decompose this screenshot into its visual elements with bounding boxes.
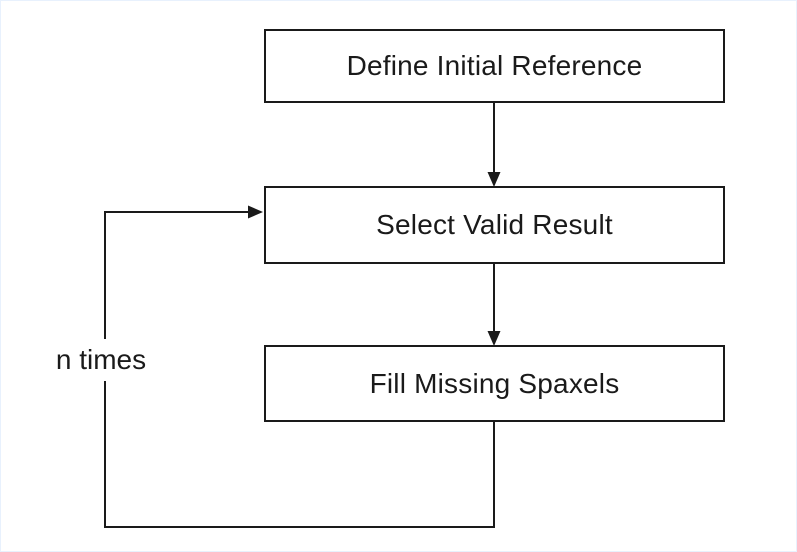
node-fill-missing-spaxels: Fill Missing Spaxels xyxy=(264,345,725,422)
node-label: Fill Missing Spaxels xyxy=(369,367,620,399)
arrowhead-down-icon xyxy=(487,331,501,346)
node-define-initial-reference: Define Initial Reference xyxy=(264,29,725,103)
node-label: Select Valid Result xyxy=(376,209,613,240)
arrowhead-right-icon xyxy=(248,205,263,219)
edge-select-to-fill xyxy=(487,264,501,346)
edge-define-to-select xyxy=(487,103,501,187)
edge-loop-fill-to-select xyxy=(104,205,495,528)
arrowhead-down-icon xyxy=(487,172,501,187)
node-label: Define Initial Reference xyxy=(346,50,643,81)
node-select-valid-result: Select Valid Result xyxy=(264,186,725,264)
loop-count-label: n times xyxy=(45,339,157,381)
